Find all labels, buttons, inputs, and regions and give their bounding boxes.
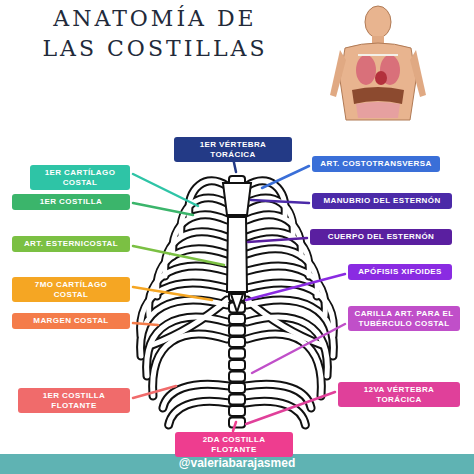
label-text: 1ER COSTILLA FLOTANTE bbox=[23, 391, 125, 410]
vertebra bbox=[229, 372, 245, 382]
sternum-body bbox=[227, 217, 247, 292]
vertebra bbox=[229, 395, 245, 405]
leader-line bbox=[133, 386, 176, 398]
vertebra bbox=[229, 406, 245, 416]
label-text: ART. ESTERNICOSTAL bbox=[24, 239, 118, 249]
rib-fill bbox=[247, 300, 322, 345]
vertebra bbox=[229, 360, 245, 370]
label-text: 12VA VÉRTEBRA TORÁCICA bbox=[343, 385, 455, 404]
label-text: CUERPO DEL ESTERNÓN bbox=[328, 232, 435, 242]
rib-fill bbox=[141, 300, 227, 356]
label-text: 1ER CARTÍLAGO COSTAL bbox=[35, 168, 125, 187]
leader-line bbox=[246, 392, 335, 424]
leader-line bbox=[233, 422, 236, 431]
rib-fill bbox=[169, 401, 229, 425]
label-text: 1ER VÉRTEBRA TORÁCICA bbox=[179, 140, 287, 159]
leader-line bbox=[133, 323, 158, 325]
label-text: 7MO CARTÍLAGO COSTAL bbox=[17, 280, 125, 299]
label-text: APÓFISIS XIFOIDES bbox=[358, 267, 442, 277]
label-box: 1ER COSTILLA FLOTANTE bbox=[18, 388, 130, 413]
vertebra bbox=[229, 349, 245, 359]
title: ANATOMÍA DE LAS COSTILLAS bbox=[42, 6, 267, 61]
xiphoid bbox=[231, 294, 243, 312]
leader-line bbox=[246, 274, 345, 300]
label-box: 1ER VÉRTEBRA TORÁCICA bbox=[174, 137, 292, 162]
rib-fill bbox=[152, 300, 227, 345]
label-text: CARILLA ART. PARA EL TUBÉRCULO COSTAL bbox=[353, 309, 455, 328]
leader-line bbox=[133, 287, 212, 300]
label-text: MANUBRIO DEL ESTERNÓN bbox=[323, 196, 440, 206]
leader-line bbox=[248, 238, 307, 242]
rib-fill bbox=[247, 300, 333, 356]
label-box: 1ER CARTÍLAGO COSTAL bbox=[30, 165, 130, 190]
label-text: ART. COSTOTRANSVERSA bbox=[320, 159, 431, 169]
vertebra bbox=[229, 314, 245, 324]
rib-outline bbox=[169, 401, 229, 425]
label-box: 1ER COSTILLA bbox=[12, 194, 130, 210]
leader-line bbox=[133, 246, 224, 265]
label-box: APÓFISIS XIFOIDES bbox=[348, 264, 452, 280]
rib-outline bbox=[141, 300, 227, 356]
vertebra bbox=[229, 337, 245, 347]
manubrium bbox=[223, 183, 251, 215]
vertebra bbox=[229, 383, 245, 393]
vertebra bbox=[229, 326, 245, 336]
label-box: ART. ESTERNICOSTAL bbox=[12, 236, 130, 252]
label-box: 12VA VÉRTEBRA TORÁCICA bbox=[338, 382, 460, 407]
label-box: CUERPO DEL ESTERNÓN bbox=[310, 229, 452, 245]
leader-line bbox=[262, 166, 309, 188]
label-box: MARGEN COSTAL bbox=[12, 313, 130, 329]
label-box: 2DA COSTILLA FLOTANTE bbox=[175, 432, 293, 457]
label-box: CARILLA ART. PARA EL TUBÉRCULO COSTAL bbox=[348, 306, 460, 331]
rib-outline bbox=[247, 300, 333, 356]
leader-line bbox=[133, 174, 198, 206]
label-text: 1ER COSTILLA bbox=[40, 197, 103, 207]
label-box: MANUBRIO DEL ESTERNÓN bbox=[312, 193, 452, 209]
leader-line bbox=[252, 324, 345, 373]
watermark: @valeriabarajasmed bbox=[179, 456, 295, 470]
leader-line bbox=[251, 200, 309, 203]
label-text: 2DA COSTILLA FLOTANTE bbox=[180, 435, 288, 454]
label-box: 7MO CARTÍLAGO COSTAL bbox=[12, 277, 130, 302]
torso-model bbox=[330, 6, 426, 120]
label-text: MARGEN COSTAL bbox=[33, 316, 108, 326]
label-box: ART. COSTOTRANSVERSA bbox=[312, 156, 440, 172]
watermark-box: @valeriabarajasmed bbox=[0, 456, 474, 470]
leader-line bbox=[133, 203, 193, 215]
title-block: ANATOMÍA DE LAS COSTILLAS bbox=[40, 4, 270, 63]
